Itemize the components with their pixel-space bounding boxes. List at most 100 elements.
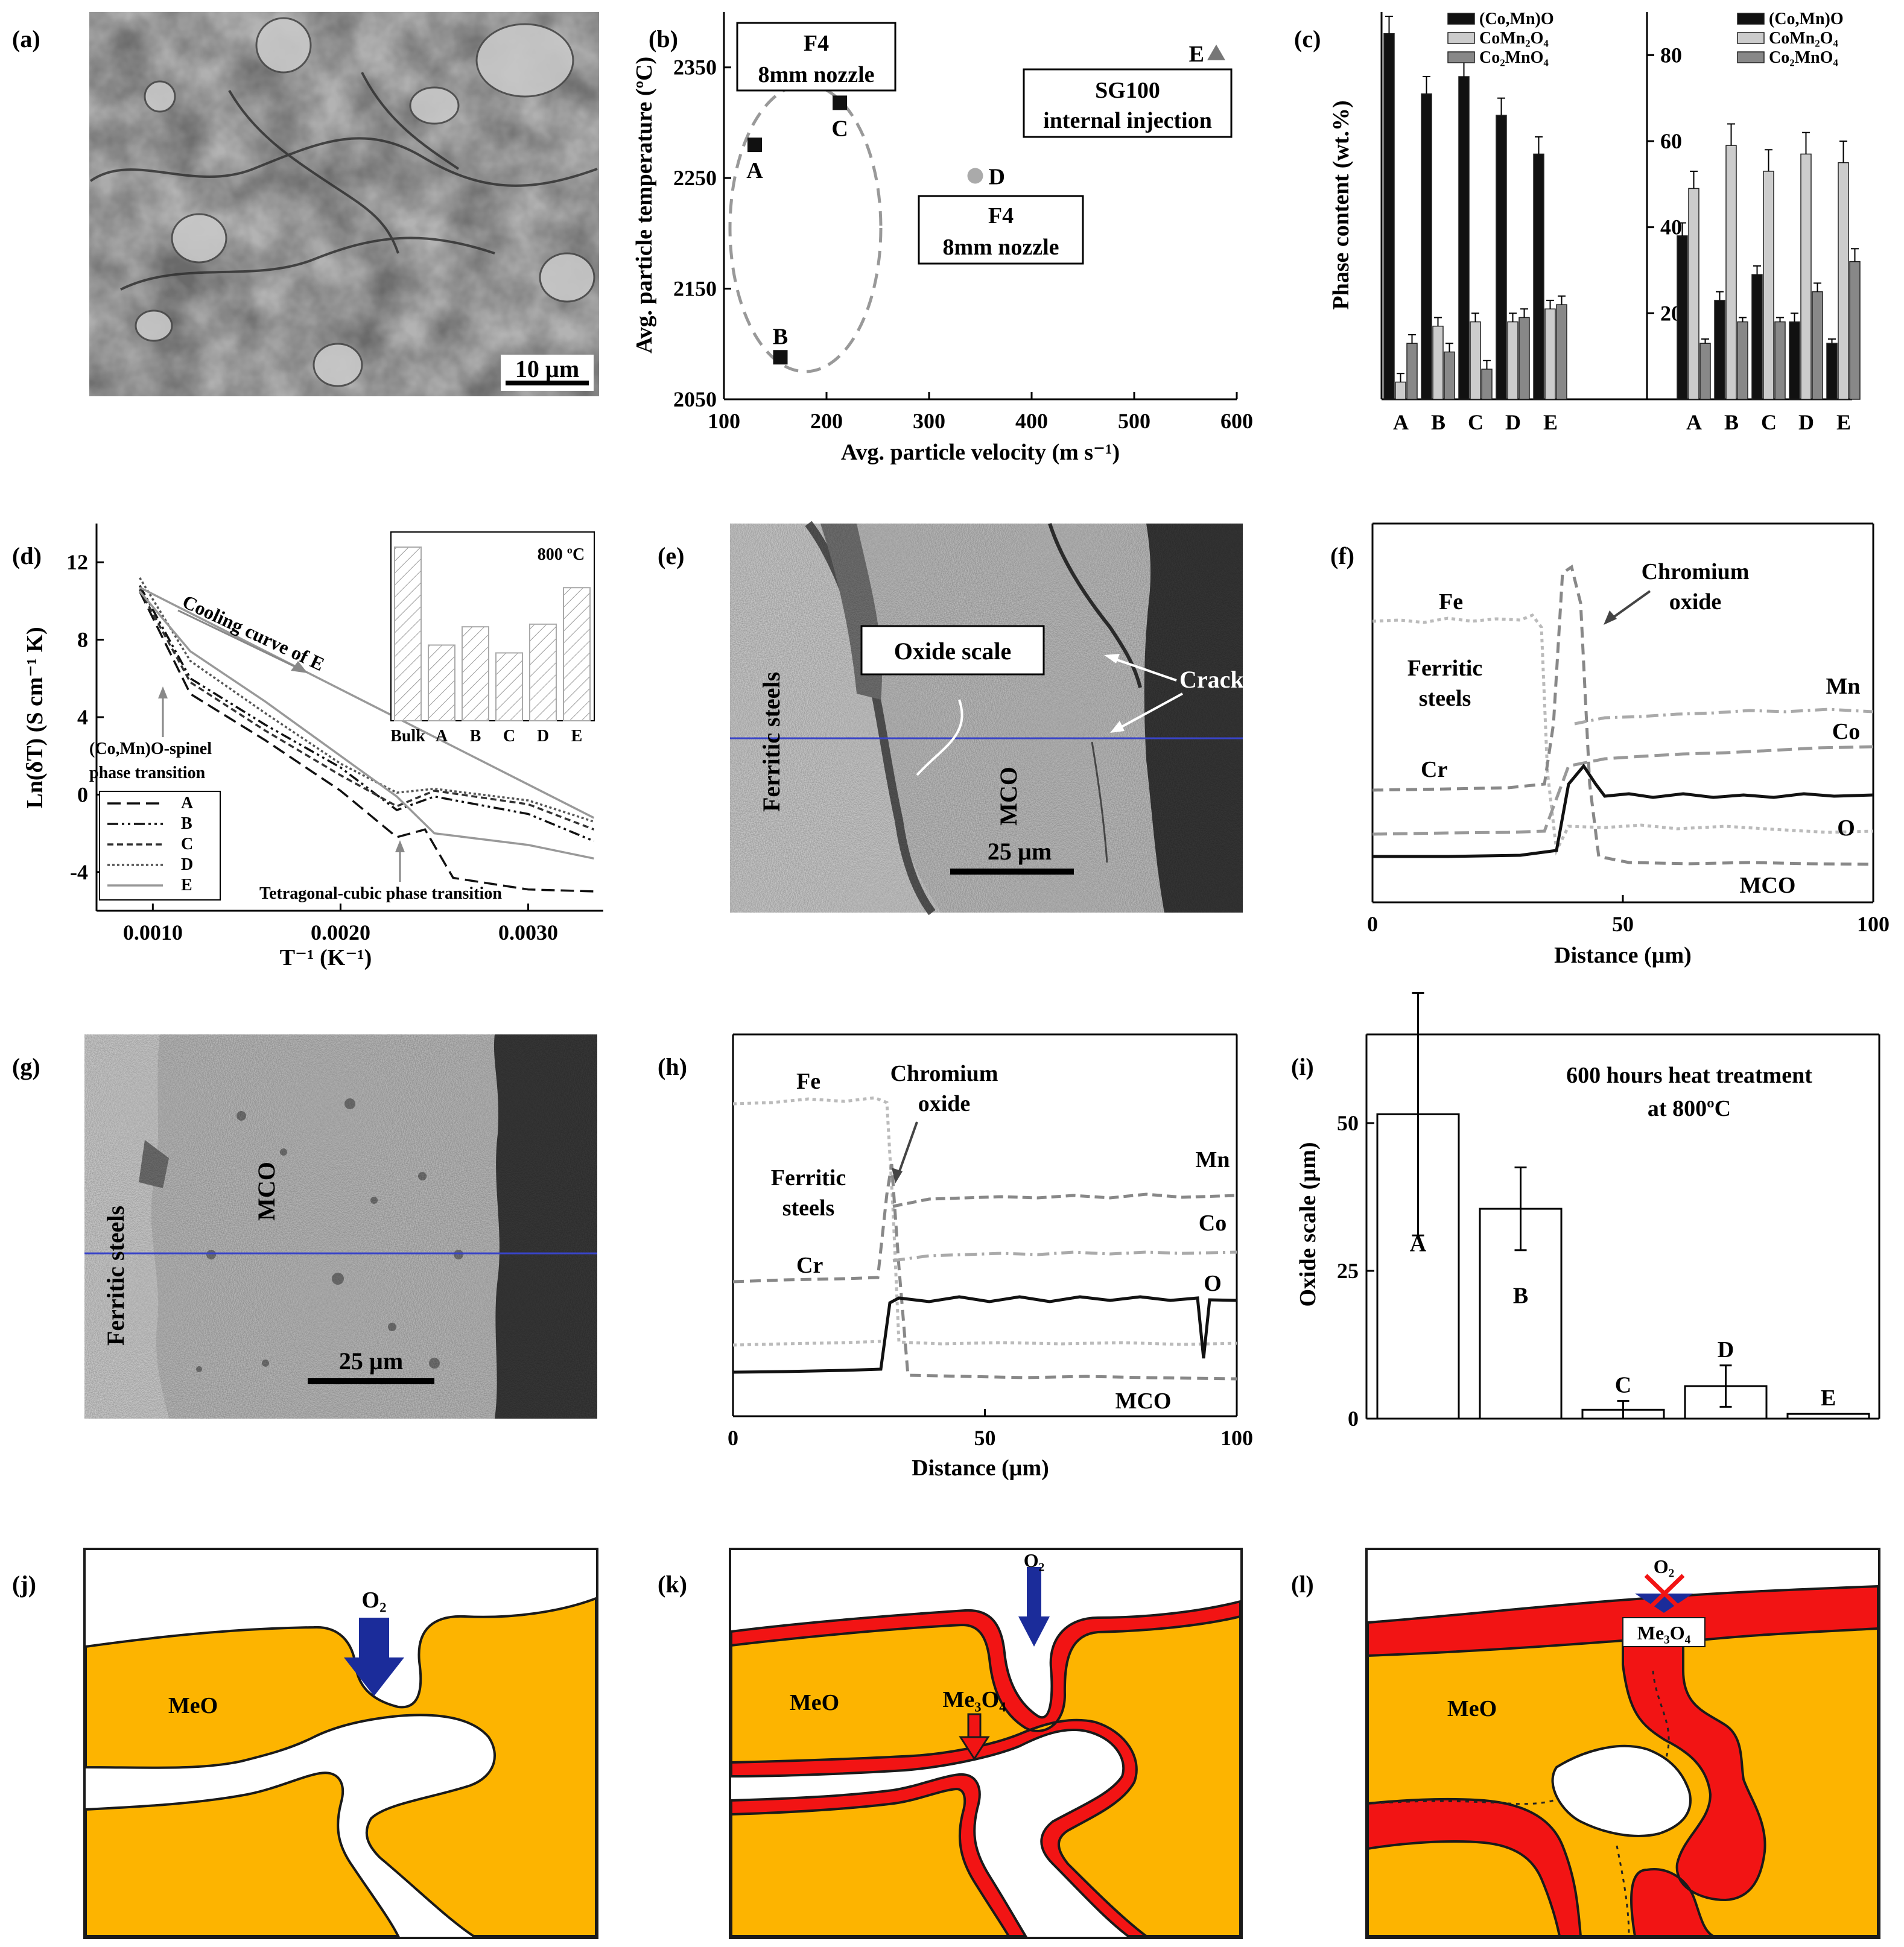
b-y-axis-label: Avg. particle temperature (ºC) — [632, 57, 657, 353]
b-point-E — [1207, 44, 1225, 60]
i-y-tick-label: 25 — [1337, 1259, 1359, 1283]
b-x-tick-label: 100 — [708, 409, 740, 433]
j-meo-region-lower — [84, 1771, 401, 1937]
c-bar — [1533, 153, 1544, 400]
d-x-tick-label: 0.0030 — [498, 920, 558, 945]
c-bar — [1677, 235, 1688, 400]
b-box-f4-top: F4 8mm nozzle — [736, 22, 896, 92]
b-point-B — [773, 350, 788, 365]
b-point-C — [833, 95, 848, 110]
f-cr-curve — [1372, 564, 1874, 866]
e-oxide-scale-box — [860, 625, 1045, 676]
b-x-tick-label: 400 — [1015, 409, 1048, 433]
f-cr-label: Cr — [1421, 757, 1447, 782]
k-meo-label: MeO — [790, 1690, 839, 1715]
h-cr-label: Cr — [796, 1253, 823, 1278]
panel-label-k: (k) — [658, 1571, 687, 1598]
b-y-tick-label: 2150 — [673, 277, 717, 301]
c-bar — [1737, 321, 1748, 400]
panel-label-l: (l) — [1291, 1571, 1314, 1598]
c-y-axis-label: Phase content (wt.%) — [1328, 100, 1354, 309]
b-point-D — [967, 168, 983, 184]
k-meo-region-lower — [730, 1787, 1011, 1937]
k-me3o4-arrow — [967, 1713, 982, 1740]
c-legend-swatch — [1737, 51, 1765, 63]
d-inset-bar — [563, 587, 591, 721]
c-bar — [1518, 317, 1530, 400]
f-mn-label: Mn — [1826, 674, 1861, 699]
b-x-tick-label: 600 — [1220, 409, 1253, 433]
panel-label-j: (j) — [12, 1571, 36, 1598]
h-mn-curve — [892, 1192, 1237, 1208]
k-meo-region-upper — [730, 1615, 1242, 1937]
l-pore — [1551, 1744, 1692, 1837]
d-inset-bar — [462, 626, 489, 721]
d-series-cooling — [139, 586, 595, 819]
d-legend-label: D — [181, 855, 193, 874]
panel-label-i: (i) — [1291, 1053, 1314, 1080]
svg-text:SG100: SG100 — [1095, 78, 1160, 103]
f-fe-curve — [1372, 613, 1874, 856]
c-y-tick-label: 40 — [1660, 215, 1682, 239]
j-meo-label: MeO — [168, 1693, 218, 1718]
panel-label-e: (e) — [658, 542, 684, 569]
h-co-label: Co — [1199, 1211, 1226, 1236]
b-cluster-ellipse — [728, 83, 883, 373]
panel-j-schematic: O₂ MeO — [83, 1548, 598, 1939]
l-me3o4-label: Me₃O₄ — [1637, 1622, 1691, 1644]
h-o-label: O — [1204, 1271, 1222, 1296]
d-inset-bar — [428, 644, 455, 722]
d-series-A — [138, 590, 594, 893]
h-fe-curve — [732, 1096, 1237, 1346]
d-series-D — [139, 577, 594, 823]
d-legend-label: C — [181, 835, 193, 853]
c-legend-swatch — [1447, 51, 1475, 63]
c-bar — [1507, 321, 1518, 400]
i-category-label: D — [1718, 1337, 1734, 1363]
k-o2-label: O₂ — [1024, 1550, 1044, 1571]
b-point-label: A — [746, 158, 763, 183]
e-scale-bar-label: 25 µm — [988, 838, 1052, 865]
c-bar — [1406, 343, 1418, 400]
h-chromium-label-1: Chromium — [890, 1061, 998, 1086]
f-x-axis-label: Distance (µm) — [1554, 943, 1692, 968]
f-chromium-label-1: Chromium — [1642, 559, 1750, 584]
c-bar — [1544, 308, 1556, 400]
c-legend-swatch — [1737, 13, 1765, 25]
panel-label-c: (c) — [1294, 25, 1321, 52]
d-inset-bar — [495, 652, 523, 722]
l-me3o4-label-box — [1622, 1617, 1706, 1647]
j-o2-arrow — [359, 1618, 389, 1659]
c-category-label: A — [1686, 410, 1702, 434]
h-steel-label-1: Ferritic — [771, 1165, 846, 1191]
c-bar — [1826, 343, 1838, 400]
f-x-tick-label: 50 — [1612, 912, 1634, 936]
d-inset-bar — [394, 546, 422, 722]
c-bar — [1838, 162, 1849, 400]
b-x-tick-label: 300 — [913, 409, 945, 433]
panel-a-scale-bar: 10 µm — [515, 355, 579, 382]
i-y-tick-label: 0 — [1348, 1407, 1359, 1431]
c-category-label: A — [1393, 410, 1409, 434]
h-x-tick-label: 50 — [974, 1426, 996, 1450]
h-mco-label: MCO — [1115, 1388, 1172, 1414]
h-x-tick-label: 0 — [728, 1426, 738, 1450]
h-fe-label: Fe — [796, 1069, 820, 1094]
c-legend-swatch — [1737, 32, 1765, 44]
c-legend-swatch — [1447, 32, 1475, 44]
svg-text:8mm nozzle: 8mm nozzle — [758, 62, 874, 87]
i-title-1: 600 hours heat treatment — [1566, 1063, 1812, 1088]
c-bar — [1481, 369, 1493, 400]
k-me3o4-label: Me₃O₄ — [942, 1687, 1006, 1712]
c-bar — [1688, 188, 1699, 400]
c-category-label: E — [1836, 410, 1851, 434]
